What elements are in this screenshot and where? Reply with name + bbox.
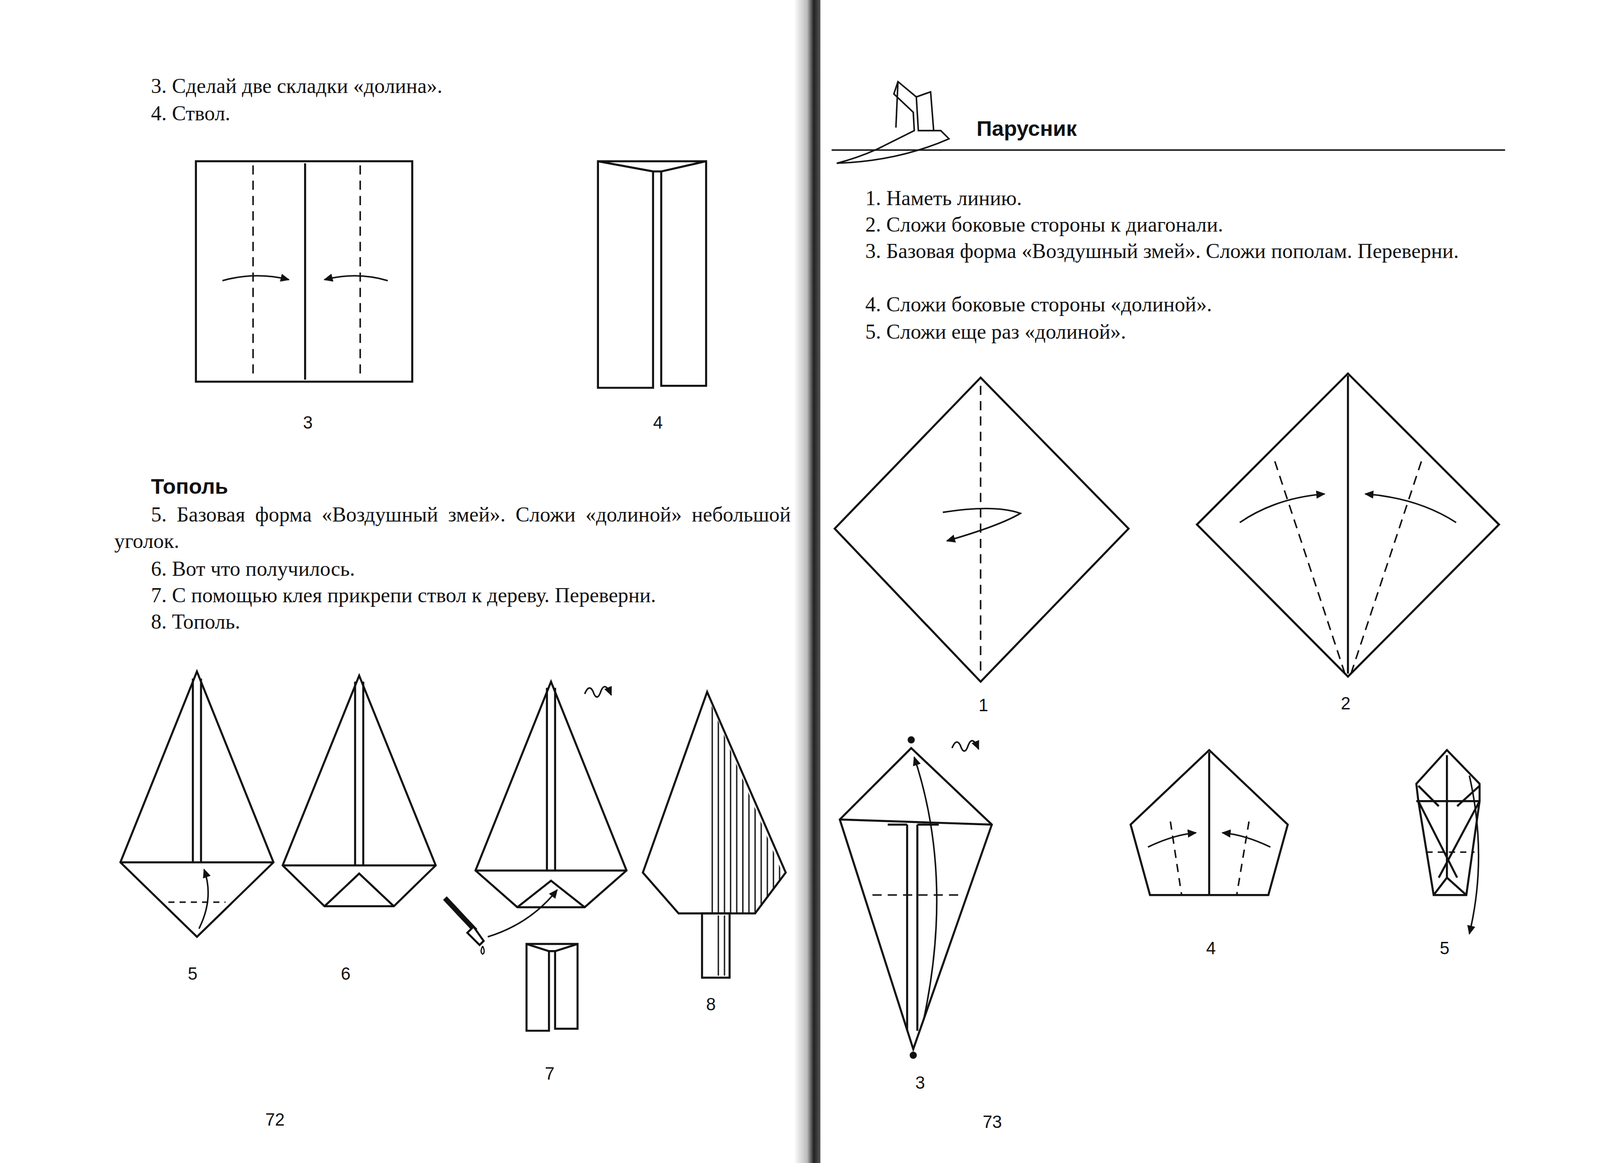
step-number: 3: [915, 1073, 925, 1095]
page-number: 72: [265, 1109, 285, 1131]
step-number: 4: [1206, 938, 1216, 960]
instruction-text: 6. Вот что получилось.: [150, 555, 355, 582]
step-number: 3: [303, 413, 313, 434]
instruction-text: 4. Сложи боковые стороны «долиной».: [865, 290, 1213, 318]
instruction-text: 7. С помощью клея прикрепи ствол к дерев…: [150, 581, 656, 609]
step-number: 5: [187, 964, 198, 985]
instruction-text: 5. Базовая форма «Воздушный змей». Сложи…: [114, 500, 791, 554]
instruction-text: 4. Ствол.: [150, 99, 231, 127]
instruction-text: 3. Сделай две складки «долина».: [150, 72, 443, 99]
instruction-text: 8. Тополь.: [150, 608, 241, 635]
section-title: Парусник: [976, 116, 1077, 141]
instruction-text: 1. Наметь линию.: [865, 184, 1022, 212]
step-number: 5: [1440, 938, 1450, 960]
step-number: 4: [653, 413, 663, 434]
step-number: 7: [544, 1064, 555, 1085]
step-number: 1: [978, 696, 989, 717]
section-heading: Тополь: [150, 474, 228, 500]
instruction-text: 3. Базовая форма «Воздушный змей». Сложи…: [832, 237, 1507, 265]
step-number: 2: [1340, 693, 1351, 715]
instruction-text: 5. Сложи еще раз «долиной».: [865, 318, 1126, 345]
step-number: 8: [706, 995, 716, 1016]
step-number: 6: [340, 964, 351, 985]
page-number: 73: [982, 1112, 1002, 1133]
instruction-text: 2. Сложи боковые стороны к диагонали.: [865, 211, 1224, 238]
